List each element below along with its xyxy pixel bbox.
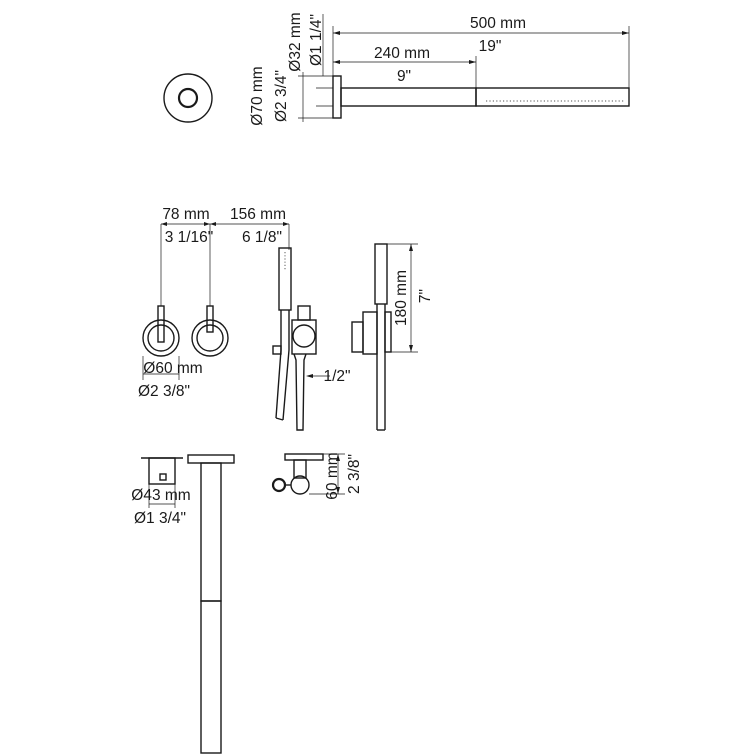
ceiling-shower-arm <box>187 454 235 754</box>
valve-top-view <box>141 457 183 508</box>
valve-diameter-in: Ø1 3/4" <box>134 510 186 527</box>
head-length-in: 9" <box>397 68 411 85</box>
holder-dimension-lines <box>309 453 345 495</box>
valve-diameter-mm: Ø43 mm <box>131 487 190 504</box>
hand-shower-offset-mm: 156 mm <box>230 206 286 223</box>
hose-connection: 1/2" <box>323 368 350 385</box>
arm-diameter-mm: Ø32 mm <box>287 12 304 71</box>
holder-top-view <box>271 453 324 495</box>
hand-shower-side-view <box>351 243 392 431</box>
flange-front-view <box>163 73 213 123</box>
hand-shower-offset-in: 6 1/8" <box>242 229 282 246</box>
flange-diameter-in: Ø2 3/4" <box>273 70 290 122</box>
hand-shower-front-view <box>272 247 330 431</box>
handle-spacing-in: 3 1/16" <box>165 229 214 246</box>
flange-diameter-mm: Ø70 mm <box>249 66 266 125</box>
arm-diameter-in: Ø1 1/4" <box>308 14 325 66</box>
top-dimension-lines <box>298 14 630 122</box>
hand-shower-height-mm: 180 mm <box>393 270 410 326</box>
shower-arm-side-view <box>332 75 630 119</box>
handle-diameter-in: Ø2 3/8" <box>138 383 190 400</box>
mixer-handles-front-view <box>142 305 229 357</box>
holder-projection-in: 2 3/8" <box>346 454 363 494</box>
holder-projection-mm: 60 mm <box>324 452 341 499</box>
handle-diameter-mm: Ø60 mm <box>143 360 202 377</box>
middle-dimension-lines <box>142 222 290 380</box>
handle-spacing-mm: 78 mm <box>162 206 209 223</box>
arm-length-mm: 500 mm <box>470 15 526 32</box>
side-view-dimension-lines <box>387 243 418 353</box>
arm-length-in: 19" <box>479 38 502 55</box>
head-length-mm: 240 mm <box>374 45 430 62</box>
hand-shower-height-in: 7" <box>417 289 434 303</box>
